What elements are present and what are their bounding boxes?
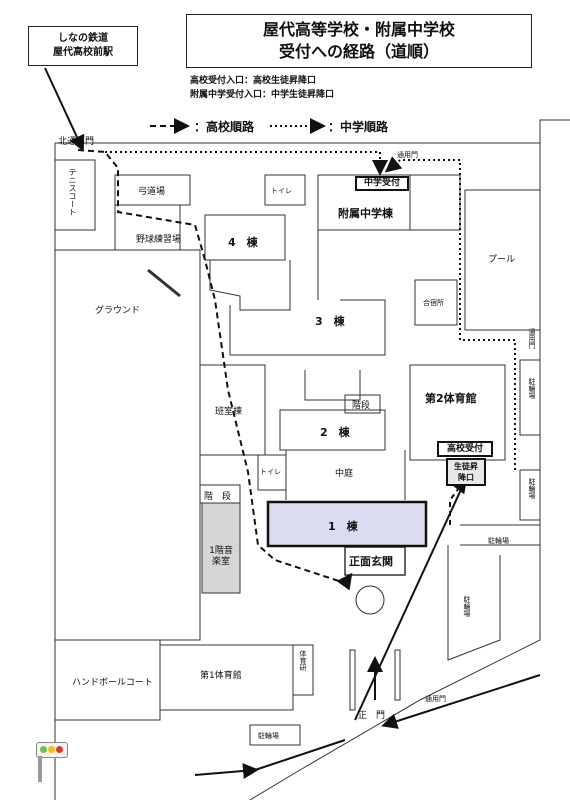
label-gasshuku: 合宿所	[423, 299, 444, 307]
label-toilet-north: トイレ	[271, 187, 292, 195]
label-building-2: 2 棟	[320, 426, 350, 439]
station-arrow	[44, 67, 85, 152]
legend-junior-label: ：中学順路	[328, 120, 389, 134]
bicycle-east-1	[519, 359, 541, 436]
building-3	[229, 299, 386, 356]
label-bicycle-east: 駐輪場	[528, 378, 536, 399]
label-main-entrance: 正面玄関	[349, 555, 393, 568]
junior-high-annex	[410, 174, 461, 231]
bicycle-south	[447, 545, 501, 661]
station-line-name: しなの鉄道	[58, 33, 108, 44]
label-gate-ne: 通用門	[397, 151, 418, 159]
toilet-north	[264, 174, 306, 206]
junior-route-east	[384, 156, 516, 470]
front-roundabout	[355, 585, 385, 615]
pe-lab	[292, 644, 314, 696]
gasshuku-building	[414, 279, 458, 326]
title-line1: 屋代高等学校・附属中学校	[262, 20, 455, 39]
label-bicycle-east-2: 駐輪場	[528, 478, 536, 499]
label-pe-lab: 体育研	[299, 650, 307, 671]
central-block	[304, 370, 361, 401]
pool	[464, 189, 541, 331]
gate-post-left	[349, 649, 356, 711]
label-gate-south: 通用門	[425, 695, 446, 703]
hanshitsu-building	[199, 364, 266, 456]
label-kyudo: 弓道場	[138, 187, 166, 197]
label-ground: グラウンド	[95, 306, 141, 316]
high-reception-tag: 高校受付	[437, 441, 493, 457]
north-boundary	[55, 119, 570, 144]
station-label: しなの鉄道 屋代高校前駅	[28, 26, 138, 66]
street-arrow-1	[194, 763, 259, 779]
junior-reception-tag: 中学受付	[355, 176, 409, 191]
label-building-3: 3 棟	[315, 315, 345, 328]
label-bicycle-south: 駐輪場	[463, 596, 471, 617]
bicycle-southeast	[460, 524, 541, 546]
title-line2: 受付への経路（道順）	[278, 42, 439, 61]
label-main-gate: 正 門	[358, 711, 386, 721]
junior-route-north	[105, 151, 388, 176]
label-stairs-2: 階 段	[204, 492, 232, 502]
kyudo-hall	[114, 174, 191, 206]
label-toilet-south: トイレ	[260, 468, 281, 476]
label-pool: プール	[488, 255, 516, 265]
label-baseball: 野球練習場	[136, 235, 182, 245]
bicycle-east-2	[519, 469, 541, 521]
label-handball: ハンドボールコート	[72, 678, 153, 688]
label-music-room: 1階音楽室	[209, 546, 233, 567]
building-4-wing	[209, 260, 291, 311]
label-gym-2: 第2体育館	[425, 392, 477, 405]
label-bicycle-southeast: 駐輪場	[488, 537, 509, 545]
note-high: 高校受付入口：高校生徒昇降口	[190, 76, 317, 86]
label-tennis: テニスコート	[68, 168, 77, 216]
label-bicycle-bottom: 駐輪場	[258, 732, 279, 740]
bicycle-bottom	[249, 724, 301, 746]
street-line	[254, 739, 346, 771]
handball-court	[55, 639, 161, 721]
legend-high-label: ：高校順路	[194, 120, 255, 134]
traffic-light-pole	[38, 756, 42, 782]
student-entrance-tag: 生徒昇降口	[446, 458, 486, 486]
label-building-1: 1 棟	[328, 520, 358, 533]
label-courtyard: 中庭	[335, 469, 354, 479]
music-room	[201, 502, 241, 594]
label-north-gate: 北通用門	[58, 137, 95, 147]
label-stairs-1: 階段	[352, 401, 371, 411]
building-2	[279, 409, 386, 451]
map-title: 屋代高等学校・附属中学校 受付への経路（道順）	[186, 14, 532, 68]
building-1	[266, 500, 428, 548]
label-building-4: 4 棟	[228, 236, 258, 249]
note-junior: 附属中学受付入口：中学生徒昇降口	[190, 90, 335, 100]
traffic-light-icon	[36, 742, 68, 758]
gate-post-right	[394, 649, 401, 701]
label-junior-school: 附属中学棟	[338, 207, 393, 220]
label-hanshitsu: 班室棟	[215, 407, 243, 417]
label-gym-1: 第1体育館	[200, 671, 242, 681]
stairs-1	[344, 394, 381, 414]
building-4	[204, 214, 286, 261]
station-name: 屋代高校前駅	[53, 47, 113, 58]
ground-bench	[147, 268, 181, 298]
tennis-court	[54, 159, 96, 231]
label-gate-east: 通用門	[528, 328, 536, 349]
street-arrow-2	[381, 674, 541, 729]
